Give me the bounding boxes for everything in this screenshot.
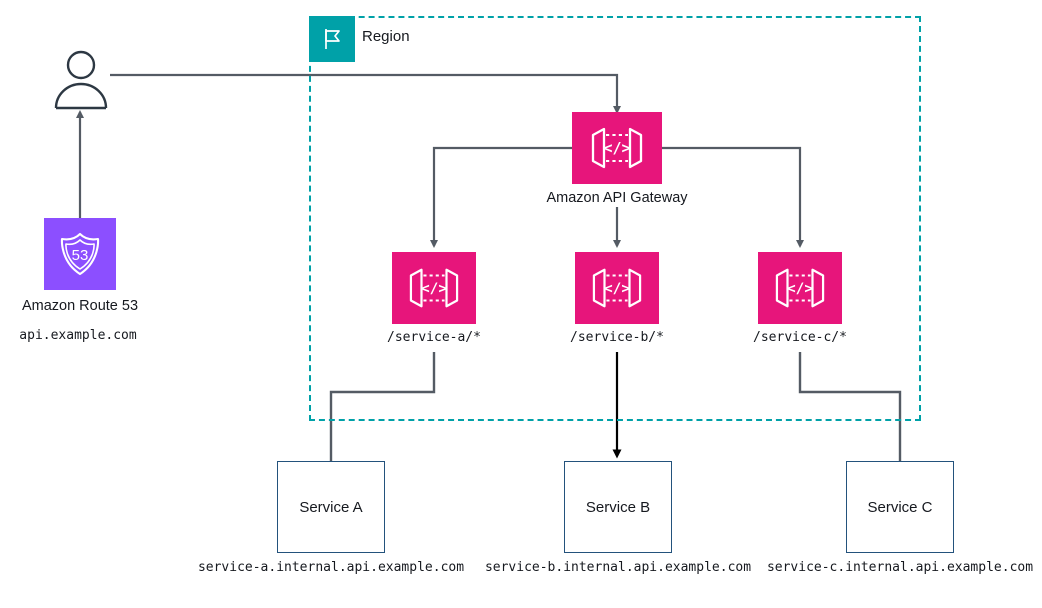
service-box-a-label: Service A	[299, 498, 363, 516]
route53-icon[interactable]: 53	[44, 218, 116, 290]
route53-domain: api.example.com	[19, 328, 137, 343]
service-box-b-label: Service B	[585, 498, 651, 516]
api-gateway-icon-route-a[interactable]: </>	[392, 252, 476, 324]
api-gateway-icon[interactable]: </>	[572, 112, 662, 184]
region-flag-icon	[309, 16, 355, 62]
region-boundary	[309, 16, 921, 421]
route-path-c: /service-c/*	[753, 330, 847, 345]
service-box-a[interactable]: Service A	[277, 461, 385, 553]
api-gateway-label: Amazon API Gateway	[546, 190, 688, 206]
api-gateway-icon-route-c[interactable]: </>	[758, 252, 842, 324]
service-box-c[interactable]: Service C	[846, 461, 954, 553]
service-endpoint-c: service-c.internal.api.example.com	[766, 560, 1034, 575]
svg-text:</>: </>	[604, 281, 630, 297]
connector-apigw-to-route-c	[662, 146, 804, 248]
connector-user-to-api-gateway	[110, 73, 621, 114]
region-label: Region	[362, 28, 410, 45]
svg-text:</>: </>	[787, 281, 813, 297]
route-path-b: /service-b/*	[570, 330, 664, 345]
svg-text:</>: </>	[603, 139, 630, 157]
connector-route-a-to-service-a	[329, 352, 436, 461]
svg-text:</>: </>	[421, 281, 447, 297]
user-icon	[52, 48, 110, 110]
route53-label: Amazon Route 53	[21, 298, 139, 314]
service-box-b[interactable]: Service B	[564, 461, 672, 553]
connector-apigw-to-route-a	[430, 146, 572, 248]
api-gateway-icon-route-b[interactable]: </>	[575, 252, 659, 324]
connector-route-c-to-service-c	[798, 352, 902, 461]
route53-icon-text: 53	[72, 247, 89, 264]
service-endpoint-b: service-b.internal.api.example.com	[484, 560, 752, 575]
service-box-c-label: Service C	[867, 498, 933, 516]
service-endpoint-a: service-a.internal.api.example.com	[197, 560, 465, 575]
route-path-a: /service-a/*	[387, 330, 481, 345]
